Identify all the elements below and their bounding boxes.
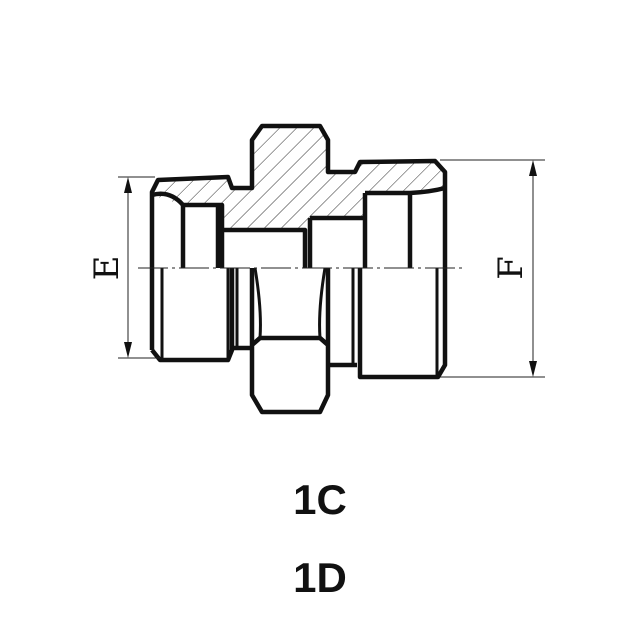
model-label-1c: 1C <box>293 476 347 523</box>
dimension-f: F <box>440 159 545 378</box>
inner-bore-lines <box>151 185 446 268</box>
dimension-e: E <box>87 176 160 359</box>
model-label-1d: 1D <box>293 554 347 601</box>
hatched-section <box>152 126 445 230</box>
hex-nut <box>249 268 331 415</box>
hex-flats <box>253 267 327 339</box>
fitting-outline <box>149 123 448 380</box>
thread-lines <box>160 268 439 375</box>
dimension-e-label: E <box>87 256 127 281</box>
dimension-f-label: F <box>491 256 531 280</box>
left-body-bottom <box>150 268 235 363</box>
